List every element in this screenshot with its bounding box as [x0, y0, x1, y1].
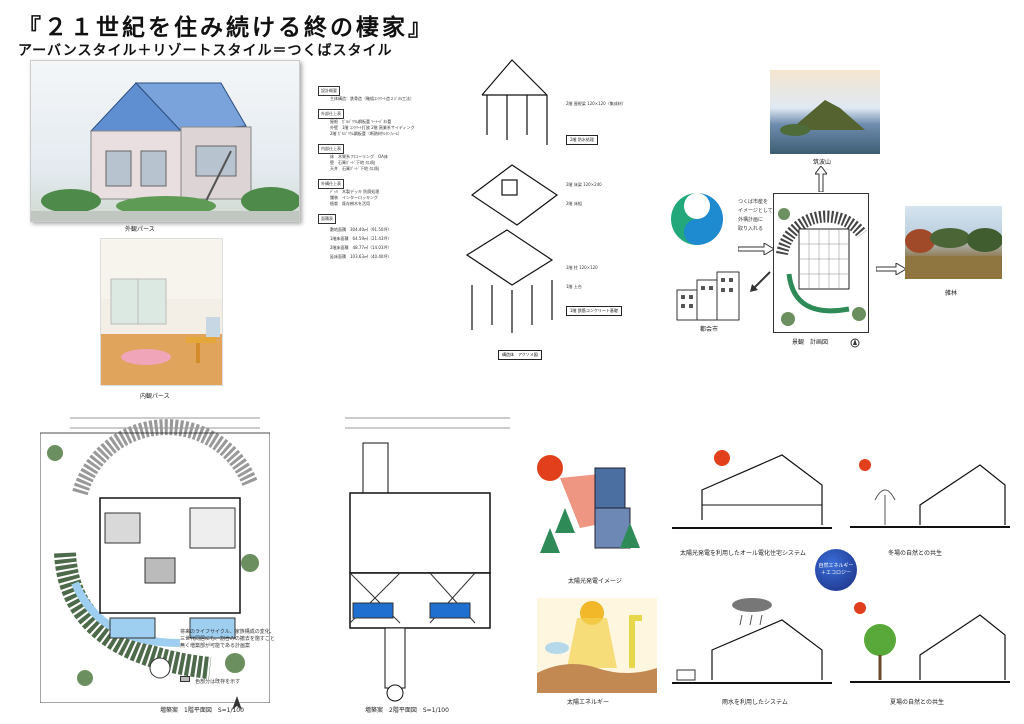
spec-line: 外壁 1階 ｺﾝｸﾘｰﾄ打放 2階 窯業系サイディング [330, 125, 415, 130]
axon-label: 2階 屋根梁 120×120（集成材） [566, 101, 626, 106]
caption-rain-system: 雨水を利用したシステム [722, 699, 788, 706]
mt-tsukuba-photo [770, 70, 880, 154]
city-buildings-icon [672, 270, 744, 326]
caption-exterior: 外観パース [125, 226, 155, 233]
axon-label: 2階 床組 [566, 201, 582, 206]
spec-line: ﾃﾞｯｷ 木製デッキ 防腐処理 [330, 189, 380, 194]
legend-label: 色部分は既存を示す [195, 679, 241, 685]
winter-section [850, 455, 1010, 535]
caption-city: 都会市 [700, 326, 719, 333]
arrow-up-icon [814, 165, 828, 196]
caption-interior: 内観パース [140, 393, 170, 400]
solar-system-section [672, 440, 832, 535]
caption-winter: 冬場の自然との共生 [888, 550, 942, 557]
caption-axon: 構造体 アクソメ図 [498, 350, 542, 360]
spec-line: 2階 ｶﾞﾙﾊﾞﾘｳﾑ鋼板葺（断熱材ｳﾚﾀﾝﾌｫｰﾑ） [330, 131, 402, 136]
axon-label: 2階 防水処理 [566, 135, 598, 145]
legend-swatch [180, 675, 190, 682]
spec-line: 植栽 既存樹木を活用 [330, 201, 370, 206]
arrow-diag-icon [748, 270, 772, 298]
site-plan-drawing [773, 193, 869, 333]
summer-section [850, 600, 1010, 692]
axon-label: 1階 土台 [566, 284, 582, 289]
area-label: 延床面積 [330, 254, 346, 259]
spec-table: 設計概要 主体構造：鉄骨造（軸組ｺﾝｸﾘｰﾄ造２ﾊﾞﾈﾙ工法） 外部仕上表 屋根… [318, 86, 458, 260]
axonometric-drawing [462, 55, 572, 335]
eco-badge-line2: ＋エコロジー [820, 570, 851, 576]
caption-summer: 夏場の自然との共生 [890, 699, 944, 706]
eco-badge: 自然エネルギー ＋エコロジー [815, 549, 857, 591]
solar-energy-image [537, 598, 657, 693]
tsukuba-logo-icon [668, 190, 726, 252]
axon-label: 2階 床梁 120×240 [566, 182, 602, 187]
caption-site-plan: 景観 計画図 [792, 339, 829, 346]
arrow-right-icon [875, 260, 907, 279]
page-subtitle: アーバンスタイル＋リゾートスタイル＝つくばスタイル [18, 43, 393, 59]
spec-line: 舗装 インターロッキング [330, 195, 378, 200]
area-value: 103.63㎡（40.40坪） [350, 254, 392, 259]
area-value: 64.59㎡（21.43坪） [352, 236, 392, 241]
caption-plan-1f: 増築案 1階平面図 S=1/100 [160, 707, 244, 714]
floor-plan-2f [335, 413, 520, 703]
plan-note: 将来のライフサイクル、家族構成の変化、 三世代同居にも、割合みの撤去を施すこと … [180, 629, 275, 649]
caption-mt-tsukuba: 筑波山 [813, 159, 832, 166]
page-title: 『２１世紀を住み続ける終の棲家』 [18, 15, 434, 41]
north-arrow-icon [232, 695, 242, 714]
forest-photo [905, 206, 1002, 279]
caption-solar-energy: 太陽エネルギー [567, 699, 610, 706]
site-note: つくば市産を イメージとして 外構計画に 取り入れる [738, 199, 773, 232]
caption-solar-system: 太陽光発電を利用したオール電化住宅システム [680, 550, 806, 557]
spec-line: 床 木質系フローリング OA床 [330, 154, 388, 159]
exterior-perspective-image [30, 60, 300, 222]
area-label: 敷地面積 [330, 227, 346, 232]
area-value: 48.77㎡（14.03坪） [352, 245, 392, 250]
area-value: 304.40㎡（91.50坪） [350, 227, 392, 232]
spec-heading-exterior-works: 外構仕上表 [318, 179, 344, 189]
legend: 色部分は既存を示す [180, 668, 240, 687]
spec-line: 主体構造：鉄骨造（軸組ｺﾝｸﾘｰﾄ造２ﾊﾞﾈﾙ工法） [330, 96, 414, 101]
area-label: 2階床面積 [330, 245, 349, 250]
spec-line: 壁 石膏ﾎﾞｰﾄﾞ下地 ｸﾛｽ貼 [330, 160, 376, 165]
spec-heading-interior: 内部仕上表 [318, 144, 344, 154]
caption-plan-2f: 増築案 2階平面図 S=1/100 [365, 707, 449, 714]
area-label: 1階床面積 [330, 236, 349, 241]
axon-label: 1階 柱 120×120 [566, 265, 598, 270]
north-arrow-icon [850, 333, 860, 352]
caption-forest: 雑林 [945, 290, 958, 297]
solar-power-image [535, 448, 655, 568]
interior-perspective-image [100, 238, 223, 386]
floor-plan-1f [39, 413, 271, 704]
caption-solar-image: 太陽光発電イメージ [568, 578, 622, 585]
spec-line: 屋根 ｶﾞﾙﾊﾞﾘｳﾑ鋼板葺 ｿｰﾗｰﾊﾟﾈﾙ葺 [330, 119, 392, 124]
arrow-right-icon [737, 240, 775, 259]
spec-heading-area: 面積表 [318, 214, 336, 224]
spec-heading-overview: 設計概要 [318, 86, 340, 96]
spec-heading-exterior: 外部仕上表 [318, 109, 344, 119]
axon-label: 1階 鉄筋コンクリート基礎 [566, 306, 622, 316]
spec-line: 天井 石膏ﾎﾞｰﾄﾞ下地 ｸﾛｽ貼 [330, 166, 380, 171]
rain-system-section [672, 595, 832, 690]
eco-badge-line1: 自然エネルギー [818, 563, 854, 569]
